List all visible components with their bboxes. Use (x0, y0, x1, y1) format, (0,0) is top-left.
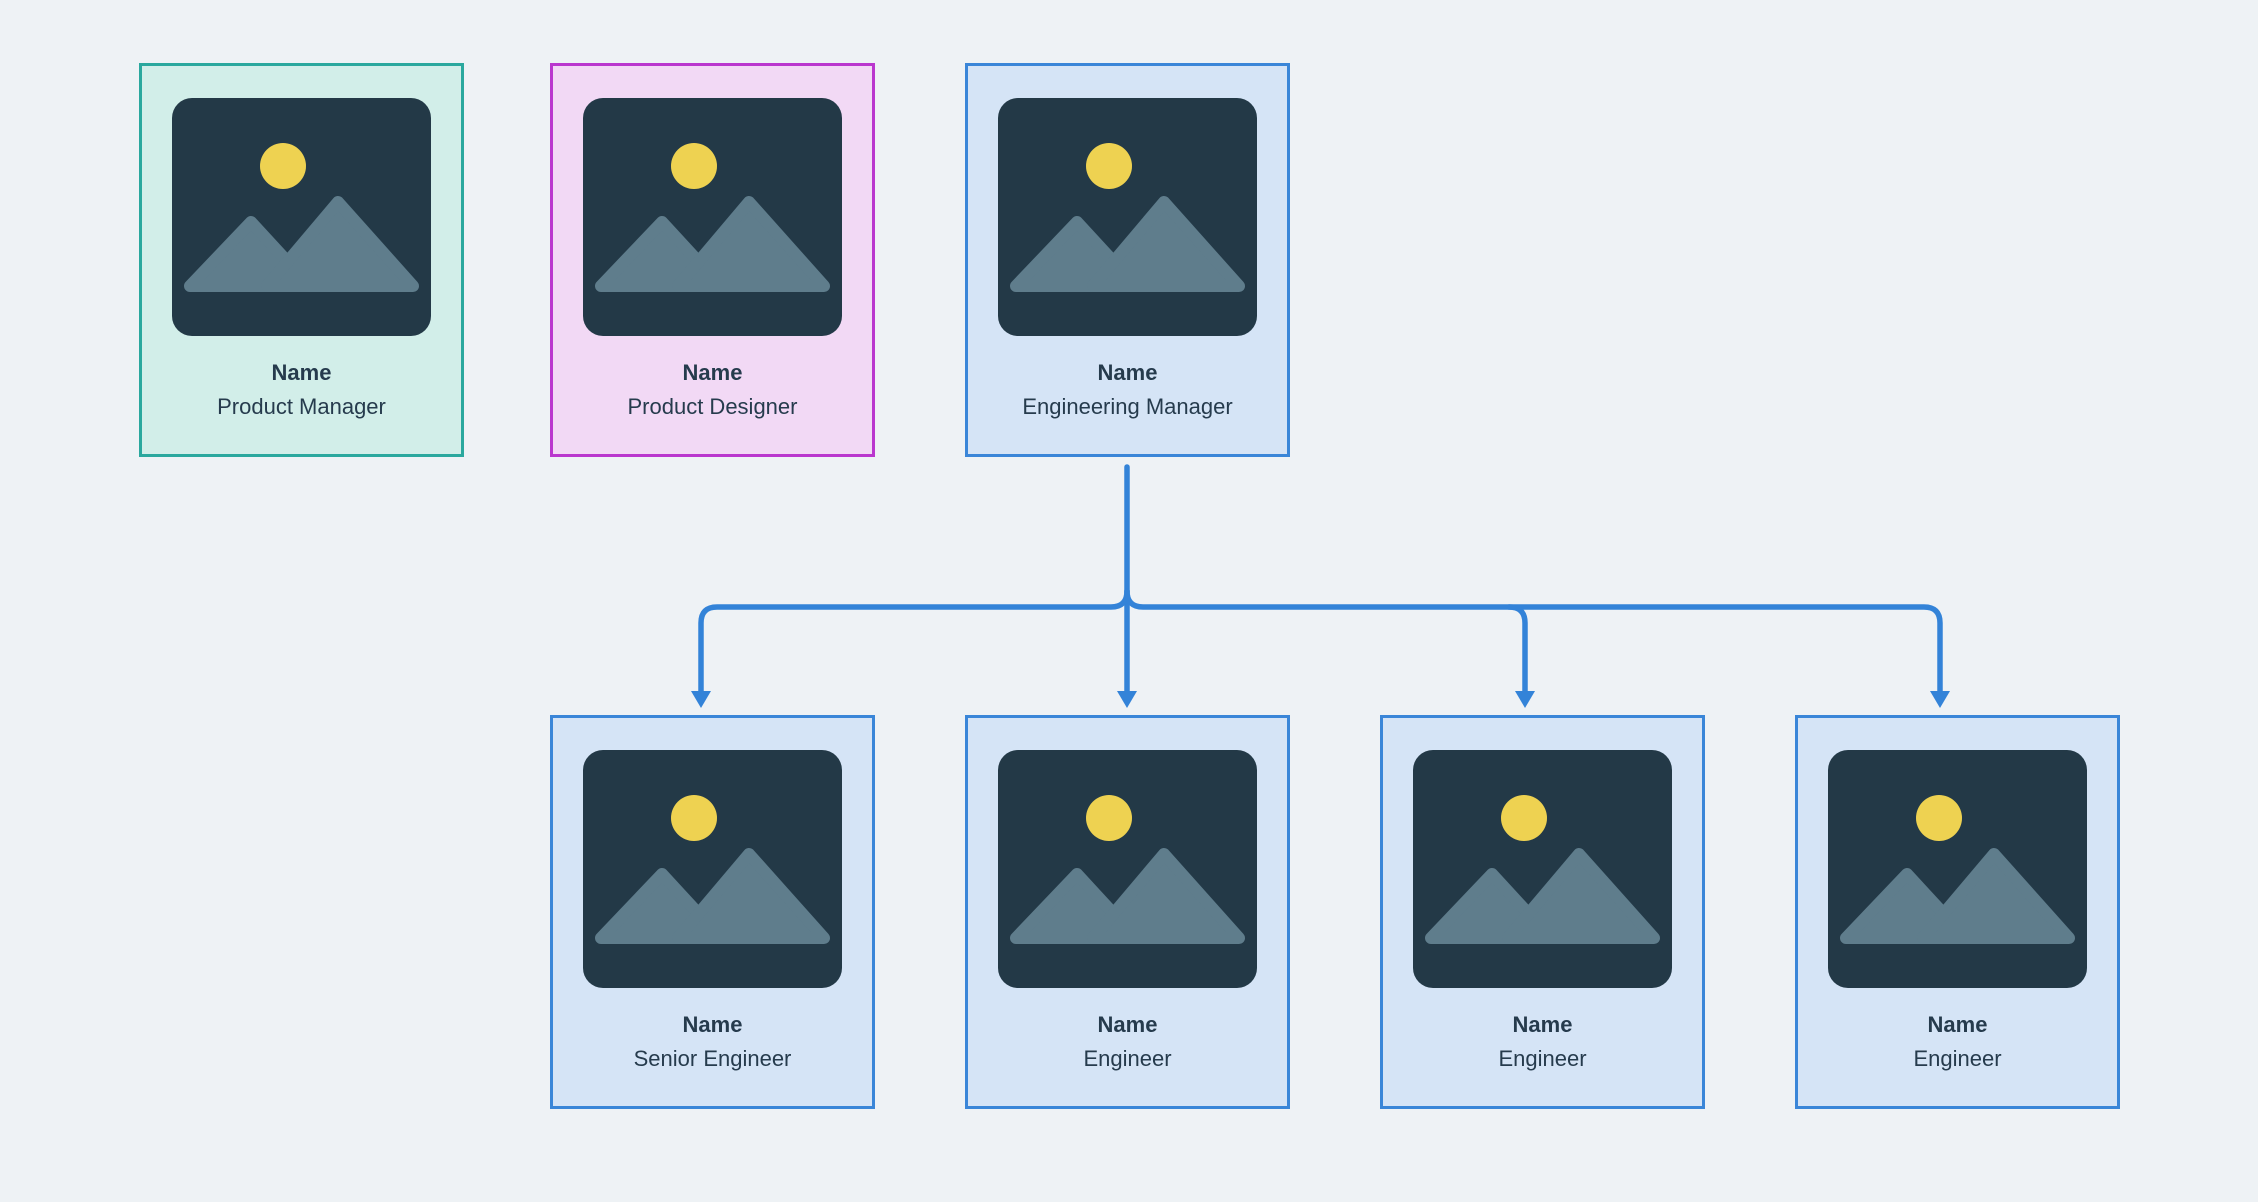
person-name: Name (1927, 1012, 1988, 1037)
image-placeholder-icon (583, 98, 842, 336)
image-placeholder-icon (998, 98, 1257, 336)
image-placeholder-icon (172, 98, 431, 336)
mountain-large (672, 848, 830, 944)
mountain-large (1087, 196, 1245, 292)
card-senior-engineer[interactable]: Name Senior Engineer (550, 715, 875, 1109)
person-name: Name (271, 360, 332, 385)
connector-branch-left (698, 588, 1130, 697)
person-name: Name (1512, 1012, 1573, 1037)
person-role: Engineering Manager (1022, 394, 1233, 419)
mountain-large (1502, 848, 1660, 944)
arrow-down-icon (1515, 691, 1535, 708)
arrow-down-icon (691, 691, 711, 708)
card-engineering-manager[interactable]: Name Engineering Manager (965, 63, 1290, 457)
person-name: Name (682, 1012, 743, 1037)
mountain-large (261, 196, 419, 292)
person-role: Engineer (1083, 1046, 1172, 1071)
image-placeholder-icon (998, 750, 1257, 988)
image-placeholder-icon (1413, 750, 1672, 988)
arrow-down-icon (1117, 691, 1137, 708)
card-product-designer[interactable]: Name Product Designer (550, 63, 875, 457)
image-placeholder-icon (1828, 750, 2087, 988)
person-role: Engineer (1498, 1046, 1587, 1071)
connector-branch-mid (1506, 604, 1528, 697)
person-role: Product Manager (217, 394, 386, 419)
person-name: Name (1097, 360, 1158, 385)
image-placeholder-icon (583, 750, 842, 988)
arrow-down-icon (1930, 691, 1950, 708)
card-engineer-3[interactable]: Name Engineer (1795, 715, 2120, 1109)
connector-branch-right (1124, 588, 1943, 697)
person-role: Senior Engineer (633, 1046, 792, 1071)
card-engineer-1[interactable]: Name Engineer (965, 715, 1290, 1109)
person-name: Name (1097, 1012, 1158, 1037)
person-name: Name (682, 360, 743, 385)
person-role: Product Designer (627, 394, 798, 419)
card-product-manager[interactable]: Name Product Manager (139, 63, 464, 457)
person-role: Engineer (1913, 1046, 2002, 1071)
mountain-large (1087, 848, 1245, 944)
mountain-large (672, 196, 830, 292)
mountain-large (1917, 848, 2075, 944)
card-engineer-2[interactable]: Name Engineer (1380, 715, 1705, 1109)
